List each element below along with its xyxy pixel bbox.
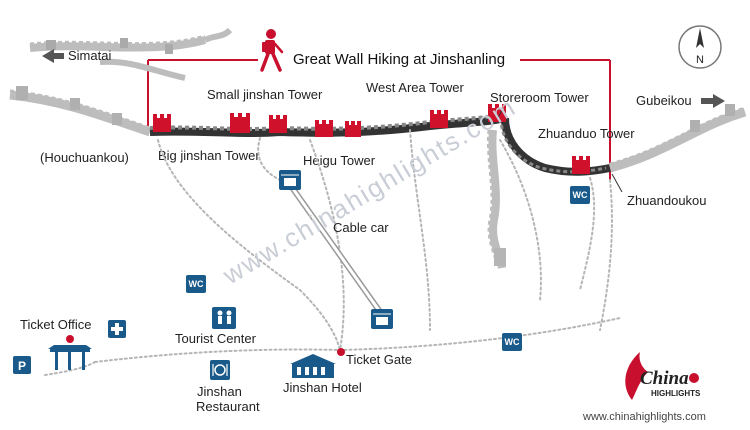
watermark: www.chinahighlights.com xyxy=(217,91,522,291)
label-heigu-tower: Heigu Tower xyxy=(303,153,376,168)
ticket-office-gate-icon xyxy=(48,335,92,370)
first-aid-icon xyxy=(108,320,126,338)
label-houchuankou: (Houchuankou) xyxy=(40,150,129,165)
label-zhuanduo-tower: Zhuanduo Tower xyxy=(538,126,635,141)
footer-url: www.chinahighlights.com xyxy=(582,411,706,423)
compass-north-icon: N xyxy=(678,25,722,69)
cable-car-line xyxy=(288,184,386,318)
label-tourist-center: Tourist Center xyxy=(175,331,257,346)
leader-lines xyxy=(497,107,623,193)
tower-big-jinshan-icon xyxy=(153,114,171,132)
hiking-route-bracket xyxy=(147,59,611,180)
hotel-icon xyxy=(290,354,336,378)
label-jinshan-hotel: Jinshan Hotel xyxy=(283,380,362,395)
tower-small-jinshan-icon xyxy=(230,113,287,133)
label-zhuandoukou: Zhuandoukou xyxy=(627,193,707,208)
wall-hiking-section xyxy=(149,112,611,176)
direction-gubeikou: Gubeikou xyxy=(636,93,725,108)
label-storeroom-tower: Storeroom Tower xyxy=(490,90,589,105)
wc-icon-west: WC xyxy=(186,275,206,293)
wc-icon-zhuandoukou: WC xyxy=(570,186,590,204)
compass-letter: N xyxy=(696,54,704,66)
ticket-gate-marker-icon xyxy=(337,348,345,356)
restaurant-icon xyxy=(210,360,230,380)
cable-car-top-station-icon xyxy=(279,170,301,190)
direction-label-gubeikou: Gubeikou xyxy=(636,93,692,108)
wall-simatai-section xyxy=(29,27,233,81)
label-small-jinshan-tower: Small jinshan Tower xyxy=(207,87,323,102)
tower-zhuanduo-icon xyxy=(572,156,590,174)
logo-line2: HIGHLIGHTS xyxy=(651,389,701,398)
label-ticket-office: Ticket Office xyxy=(20,317,92,332)
wall-west-gray-section xyxy=(9,86,152,137)
wall-east-gray-section xyxy=(608,104,747,173)
wall-branch-south xyxy=(486,129,506,269)
wc-label: WC xyxy=(505,337,520,347)
label-restaurant-line1: Jinshan xyxy=(197,384,242,399)
wc-label: WC xyxy=(189,279,204,289)
hiker-icon xyxy=(260,29,284,72)
logo-line1: China xyxy=(640,368,689,389)
wc-icon-east: WC xyxy=(502,333,522,351)
tower-heigu-icon xyxy=(315,120,361,137)
parking-label: P xyxy=(18,359,26,373)
wc-label: WC xyxy=(573,190,588,200)
map-title: Great Wall Hiking at Jinshanling xyxy=(293,51,505,68)
tower-west-area-icon xyxy=(430,110,448,128)
label-big-jinshan-tower: Big jinshan Tower xyxy=(158,148,260,163)
label-west-area-tower: West Area Tower xyxy=(366,80,464,95)
china-highlights-logo: China HIGHLIGHTS xyxy=(625,352,701,400)
label-ticket-gate: Ticket Gate xyxy=(346,352,412,367)
tourist-center-icon xyxy=(212,307,236,329)
direction-label-simatai: Simatai xyxy=(68,48,111,63)
label-cable-car: Cable car xyxy=(333,220,389,235)
cable-car-bottom-station-icon xyxy=(371,309,393,329)
direction-simatai: Simatai xyxy=(42,48,111,63)
parking-icon: P xyxy=(13,356,31,374)
label-restaurant-line2: Restaurant xyxy=(196,399,260,414)
